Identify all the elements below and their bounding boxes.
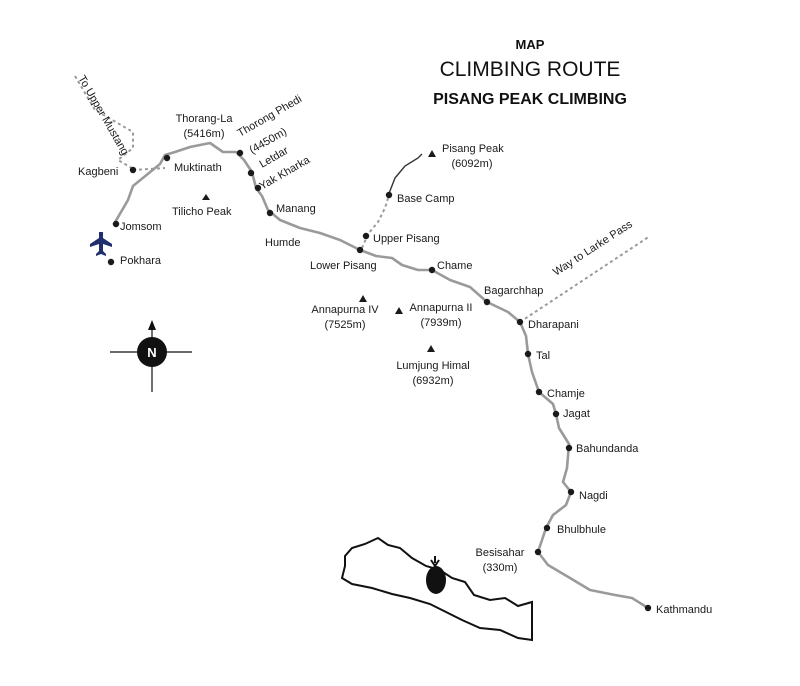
label-bhulbhule: Bhulbhule — [557, 524, 606, 536]
dot-tal — [524, 350, 532, 358]
larke-pass-path — [519, 235, 651, 323]
label-humde: Humde — [265, 237, 300, 249]
label-base-camp: Base Camp — [397, 193, 454, 205]
label-annapurna-ii: Annapurna II — [410, 302, 473, 314]
dot-thorong-phedi — [236, 149, 244, 157]
dot-letdar — [247, 169, 255, 177]
dot-chamje — [535, 388, 543, 396]
label-tal: Tal — [536, 350, 550, 362]
label-upper-pisang: Upper Pisang — [373, 233, 440, 245]
label-kagbeni: Kagbeni — [78, 166, 118, 178]
label-jomsom: Jomsom — [120, 221, 162, 233]
label-to-upper-mustang: To Upper Mustang — [75, 74, 130, 158]
triangle-peak-icon — [202, 194, 210, 200]
dot-jagat — [552, 410, 560, 418]
label-bahundanda: Bahundanda — [576, 443, 639, 455]
label-besisahar: Besisahar — [476, 547, 525, 559]
pisang-peak-summit-route — [387, 153, 423, 197]
compass-north-label: N — [147, 345, 156, 360]
inset-region-highlight — [426, 566, 446, 594]
triangle-peak-icon — [428, 150, 436, 157]
map-title-trek: PISANG PEAK CLIMBING — [433, 91, 627, 108]
dot-nagdi — [567, 488, 575, 496]
upper-mustang-path — [74, 75, 136, 171]
label-muktinath: Muktinath — [174, 162, 222, 174]
map-title-main: CLIMBING ROUTE — [440, 58, 621, 81]
label-thorang-la-alt: (5416m) — [184, 128, 225, 140]
triangle-peak-icon — [395, 307, 403, 314]
kagbeni-muktinath-link — [132, 167, 166, 171]
dot-yak-kharka — [254, 184, 262, 192]
dot-kathmandu — [644, 604, 652, 612]
label-lumjung-himal-alt: (6932m) — [413, 375, 454, 387]
compass-rose-icon: N — [110, 320, 192, 392]
label-chamje: Chamje — [547, 388, 585, 400]
label-annapurna-iv: Annapurna IV — [311, 304, 379, 316]
label-pokhara: Pokhara — [120, 255, 162, 267]
airplane-icon — [90, 232, 112, 256]
label-annapurna-iv-alt: (7525m) — [325, 319, 366, 331]
triangle-peak-icon — [427, 345, 435, 352]
label-dharapani: Dharapani — [528, 319, 579, 331]
label-lumjung-himal: Lumjung Himal — [396, 360, 469, 372]
dot-upper-pisang — [362, 232, 370, 240]
dot-bagarchhap — [483, 298, 491, 306]
dot-dharapani — [516, 318, 524, 326]
dot-jomsom — [112, 220, 120, 228]
dot-muktinath — [163, 154, 171, 162]
triangle-peak-icon — [359, 295, 367, 302]
label-jagat: Jagat — [563, 408, 590, 420]
dot-lower-pisang — [356, 246, 364, 254]
label-nagdi: Nagdi — [579, 490, 608, 502]
nepal-outline-icon — [340, 536, 533, 642]
dot-besisahar — [534, 548, 542, 556]
dot-bhulbhule — [543, 524, 551, 532]
dot-manang — [266, 209, 274, 217]
label-besisahar-alt: (330m) — [483, 562, 518, 574]
label-chame: Chame — [437, 260, 472, 272]
dot-chame — [428, 266, 436, 274]
dot-base-camp — [385, 191, 393, 199]
dot-kagbeni — [129, 166, 137, 174]
label-tilicho-peak: Tilicho Peak — [172, 206, 232, 218]
label-kathmandu: Kathmandu — [656, 604, 712, 616]
label-pisang-peak: Pisang Peak — [442, 143, 504, 155]
dot-pokhara — [107, 258, 115, 266]
label-pisang-peak-alt: (6092m) — [452, 158, 493, 170]
location-arrow-icon — [430, 556, 440, 568]
label-manang: Manang — [276, 203, 316, 215]
label-annapurna-ii-alt: (7939m) — [421, 317, 462, 329]
label-way-to-larke-pass: Way to Larke Pass — [551, 218, 635, 278]
upper-pisang-to-base-camp-path — [361, 197, 389, 249]
main-trekking-route — [112, 141, 650, 610]
label-thorang-la: Thorang-La — [176, 113, 234, 125]
label-bagarchhap: Bagarchhap — [484, 285, 543, 297]
map-title-label: MAP — [516, 37, 545, 52]
label-lower-pisang: Lower Pisang — [310, 260, 377, 272]
dot-bahundanda — [565, 444, 573, 452]
